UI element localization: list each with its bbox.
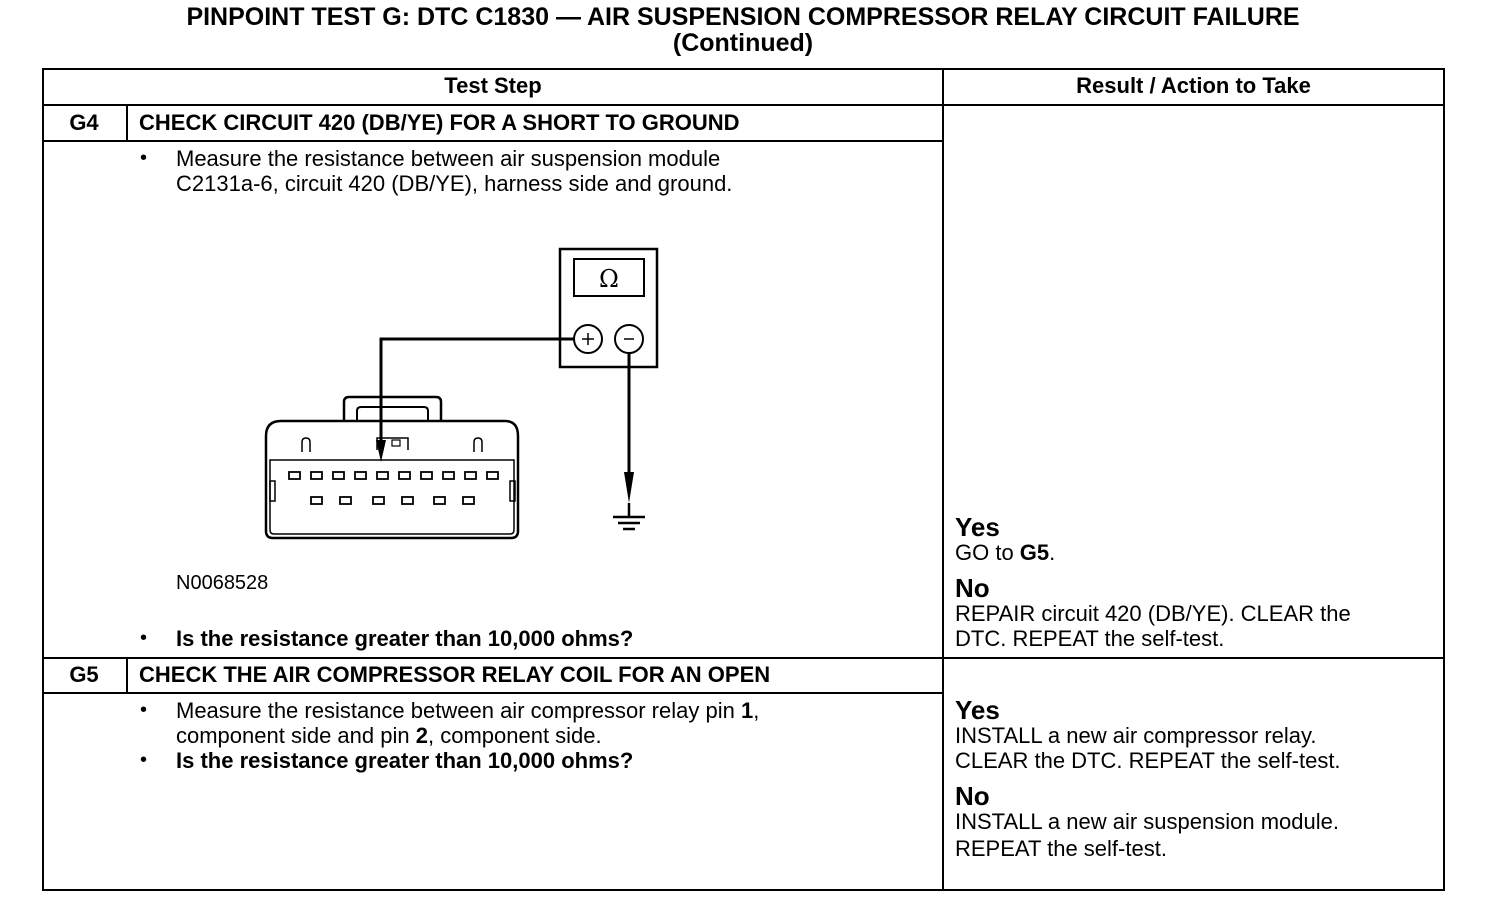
g5-instruction-line1: Measure the resistance between air compr… (176, 698, 760, 723)
g5-yes-label: Yes (955, 695, 1000, 725)
positive-probe (376, 440, 386, 462)
page-title: PINPOINT TEST G: DTC C1830 — AIR SUSPENS… (186, 3, 1300, 31)
ohm-symbol: Ω (599, 265, 619, 293)
g4-yes-action: GO to G5. (955, 540, 1056, 565)
connector-terminals-row1 (288, 471, 499, 480)
bullet-icon: • (140, 699, 148, 721)
g4-yes-ref-link[interactable]: G5 (1019, 540, 1050, 565)
figure-id: N0068528 (176, 572, 269, 594)
connector-c2131a (264, 395, 520, 540)
header-test-step: Test Step (444, 73, 542, 98)
g5-no-line1: INSTALL a new air suspension module. (955, 809, 1339, 834)
g4-no-label: No (955, 573, 990, 603)
g4-question: Is the resistance greater than 10,000 oh… (176, 626, 634, 651)
test-leads (379, 337, 631, 475)
step-heading-g4: CHECK CIRCUIT 420 (DB/YE) FOR A SHORT TO… (139, 110, 740, 135)
bullet-icon: • (140, 147, 148, 169)
bullet-icon: • (140, 627, 148, 649)
step-id-g5: G5 (69, 662, 99, 687)
g4-no-line1: REPAIR circuit 420 (DB/YE). CLEAR the (955, 601, 1351, 626)
g4-no-line2: DTC. REPEAT the self-test. (955, 626, 1225, 651)
g5-yes-line1: INSTALL a new air compressor relay. (955, 723, 1317, 748)
g5-no-line2: REPEAT the self-test. (955, 836, 1167, 861)
negative-probe (624, 472, 634, 503)
page-subtitle: (Continued) (672, 29, 814, 57)
step-id-g4: G4 (69, 110, 99, 135)
g4-instruction-line1: Measure the resistance between air suspe… (176, 146, 721, 171)
g4-yes-label: Yes (955, 512, 1000, 542)
ground-icon (613, 503, 645, 531)
g5-question: Is the resistance greater than 10,000 oh… (176, 748, 634, 773)
g5-no-label: No (955, 781, 990, 811)
g5-yes-line2: CLEAR the DTC. REPEAT the self-test. (955, 748, 1341, 773)
bullet-icon: • (140, 749, 148, 771)
step-heading-g5: CHECK THE AIR COMPRESSOR RELAY COIL FOR … (139, 662, 771, 687)
connector-ohmmeter-diagram: Ω (264, 247, 659, 540)
g4-instruction-line2: C2131a-6, circuit 420 (DB/YE), harness s… (176, 171, 733, 196)
connector-terminals-row2 (310, 496, 475, 505)
g5-instruction-line2: component side and pin 2, component side… (176, 723, 602, 748)
header-result-action: Result / Action to Take (1076, 73, 1311, 98)
